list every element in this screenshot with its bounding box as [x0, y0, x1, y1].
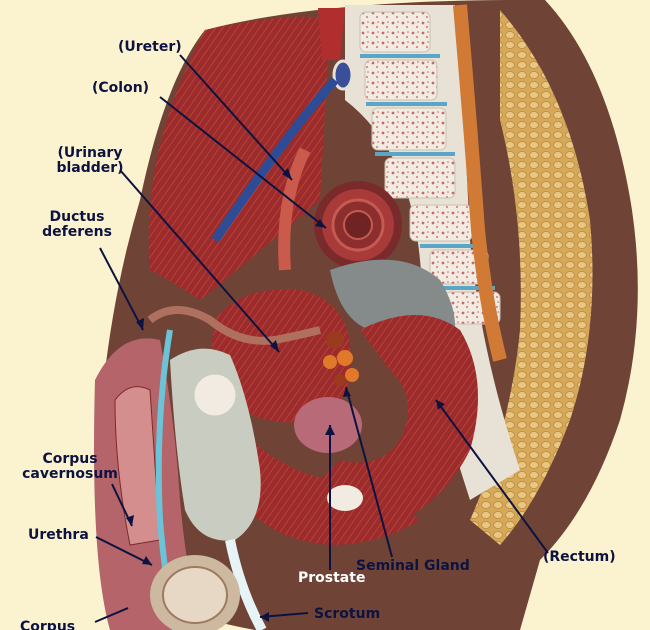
rectum [300, 315, 478, 531]
label-corpus-cavernosum: Corpus cavernosum [22, 452, 118, 482]
ductus-deferens-tube [147, 306, 321, 345]
testis-inner [162, 566, 228, 624]
arrow-prostate [325, 425, 335, 435]
arrow-scrotum [260, 612, 269, 622]
label-colon: (Colon) [92, 80, 150, 96]
leader-corpus-spongiosum [94, 607, 129, 623]
label-seminal-gland: Seminal Gland [356, 558, 470, 574]
label-urethra: Urethra [28, 527, 89, 543]
label-urinary-bladder-line2: bladder) [56, 160, 124, 176]
seminal-vesicle-cluster [323, 331, 359, 386]
aorta [318, 8, 345, 60]
arrow-ureter [282, 168, 292, 180]
leader-ductus-deferens [99, 247, 144, 331]
label-scrotum: Scrotum [314, 606, 381, 622]
arrow-urinary-bladder [270, 340, 279, 352]
label-rectum: (Rectum) [543, 549, 616, 565]
leader-ureter [179, 54, 293, 181]
label-prostate: Prostate [298, 570, 366, 586]
leader-urinary-bladder [119, 169, 280, 353]
label-ductus-deferens-line1: Ductus [49, 209, 105, 225]
label-ductus-deferens-line2: deferens [42, 224, 112, 240]
leader-rectum [435, 399, 549, 554]
perineal-bone-section [327, 485, 363, 511]
leader-colon [159, 96, 327, 229]
arrow-urethra [142, 556, 152, 565]
leader-arrowheads [126, 168, 445, 622]
arrow-corpus-cavernosum [126, 515, 134, 526]
label-ureter: (Ureter) [118, 39, 182, 55]
vessel-ring [332, 59, 354, 91]
label-ductus-deferens: Ductus deferens [38, 210, 116, 240]
leader-seminal-gland [345, 386, 393, 558]
vertebrae [359, 11, 501, 325]
label-corpus-cavernosum-line2: cavernosum [22, 466, 118, 482]
pubic-bone-section [191, 371, 239, 419]
fat-layer [470, 10, 593, 545]
arrow-seminal-gland [343, 387, 351, 397]
prostate [294, 397, 362, 453]
label-corpus-spongiosum: Corpus [20, 619, 76, 630]
urinary-bladder [212, 289, 351, 423]
iliac-vessel [211, 76, 339, 243]
colon-section [314, 181, 402, 269]
arrow-colon [315, 219, 326, 228]
label-corpus-cavernosum-line1: Corpus [42, 451, 98, 467]
spinal-cord [453, 4, 507, 362]
leader-lines [94, 54, 549, 623]
urethra-wall [225, 539, 267, 630]
leader-urethra [95, 536, 153, 566]
arrow-rectum [436, 400, 445, 410]
ureter-tube [278, 147, 311, 271]
label-urinary-bladder: (Urinary bladder) [46, 146, 134, 176]
arrow-ductus-deferens [136, 318, 144, 330]
label-urinary-bladder-line1: (Urinary [57, 145, 123, 161]
